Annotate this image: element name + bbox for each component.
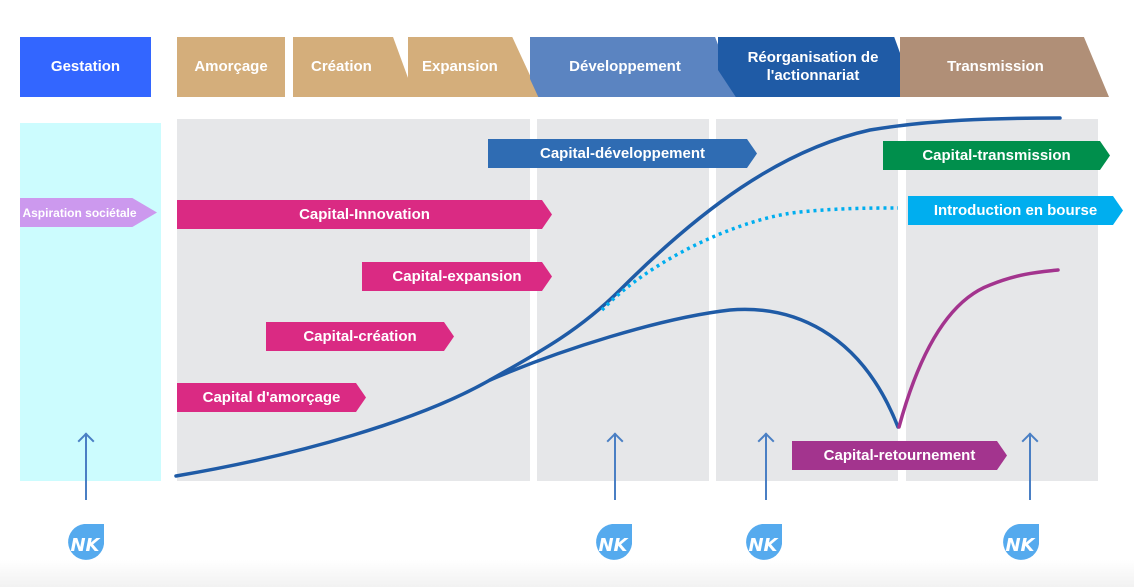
growth-curve-decline <box>488 307 900 429</box>
phase-developpement: Développement <box>530 37 738 97</box>
phase-amorcage: Amorçage <box>177 37 285 97</box>
nk-logo-icon: NK <box>596 524 632 560</box>
tag-capital-expansion: Capital-expansion <box>362 262 552 291</box>
tag-label: Capital-Innovation <box>299 206 430 223</box>
phase-label: Expansion <box>422 58 498 75</box>
tag-label: Capital-expansion <box>392 268 522 285</box>
panel-developpement <box>537 119 709 481</box>
nk-logo-icon: NK <box>746 524 782 560</box>
tag-label: Capital-retournement <box>823 447 976 464</box>
phase-transmission: Transmission <box>900 37 1109 97</box>
tag-capital-innovation: Capital-Innovation <box>177 200 552 229</box>
tag-capital-amorcage: Capital d'amorçage <box>177 383 366 412</box>
arrow-up-icon <box>614 434 616 500</box>
svg-text:NK: NK <box>598 535 629 556</box>
tag-label: Capital-création <box>303 328 417 345</box>
arrow-up-icon <box>85 434 87 500</box>
arrow-up-icon <box>765 434 767 500</box>
svg-text:NK: NK <box>1005 535 1036 556</box>
nk-logo-icon: NK <box>1003 524 1039 560</box>
phase-label: Amorçage <box>194 58 268 75</box>
phase-label: Gestation <box>50 58 121 75</box>
phase-reorganisation: Réorganisation de l'actionnariat <box>718 37 916 97</box>
tag-capital-developpement: Capital-développement <box>488 139 757 168</box>
tag-label: Aspiration sociétale <box>22 205 137 220</box>
arrow-up-icon <box>1029 434 1031 500</box>
tag-label: Introduction en bourse <box>933 202 1098 219</box>
phase-label: Développement <box>569 58 681 75</box>
phase-label-line1: Réorganisation de <box>747 49 879 66</box>
svg-text:NK: NK <box>748 535 779 556</box>
panel-transmission <box>906 119 1098 481</box>
tag-aspiration-societale: Aspiration sociétale <box>20 198 157 227</box>
tag-capital-creation: Capital-création <box>266 322 454 351</box>
tag-capital-transmission: Capital-transmission <box>883 141 1110 170</box>
phase-gestation: Gestation <box>20 37 151 97</box>
tag-capital-retournement: Capital-retournement <box>792 441 1007 470</box>
panel-early-stage <box>177 119 530 481</box>
tag-label: Capital d'amorçage <box>202 389 341 406</box>
growth-curve-main <box>174 116 1062 478</box>
tag-introduction-en-bourse: Introduction en bourse <box>908 196 1123 225</box>
phase-label-line2: l'actionnariat <box>766 67 860 84</box>
phase-label: Création <box>311 58 372 75</box>
tag-label: Capital-développement <box>539 145 706 162</box>
svg-text:NK: NK <box>70 535 101 556</box>
nk-logo-icon: NK <box>68 524 104 560</box>
panel-gestation <box>20 123 161 481</box>
panel-reorganisation <box>716 119 898 481</box>
turnaround-curve <box>897 268 1060 429</box>
ipo-dotted-curve <box>600 206 899 312</box>
tag-label: Capital-transmission <box>922 147 1071 164</box>
phase-label: Transmission <box>947 58 1044 75</box>
phase-creation: Création <box>293 37 415 97</box>
